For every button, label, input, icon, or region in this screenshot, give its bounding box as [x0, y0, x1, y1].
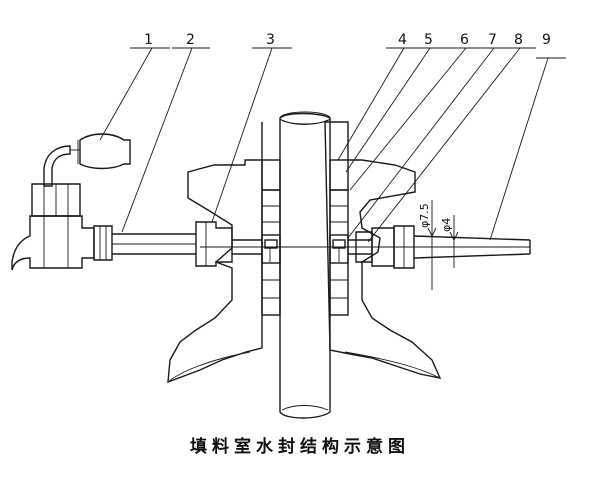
callout-5: 5 — [424, 32, 433, 48]
callout-4: 4 — [398, 32, 407, 48]
callout-2: 2 — [186, 32, 195, 48]
pump-shaft — [279, 111, 331, 419]
dimension-inner-dia: φ4 — [440, 218, 453, 232]
callout-7: 7 — [488, 32, 497, 48]
dimension-lines — [427, 200, 459, 290]
pump-housing — [167, 121, 442, 384]
water-outlet-fitting — [348, 225, 531, 269]
packing-stack — [261, 189, 349, 316]
callout-1: 1 — [144, 32, 153, 48]
water-seal-ring — [261, 234, 349, 264]
packing-upper — [261, 159, 349, 191]
figure-caption: 填料室水封结构示意图 — [190, 436, 410, 457]
dimension-outer-dia: φ7.5 — [418, 203, 431, 228]
callout-8: 8 — [514, 32, 523, 48]
water-pipe — [112, 221, 262, 267]
water-inlet-valve — [11, 133, 131, 271]
callout-6: 6 — [460, 32, 469, 48]
callout-9: 9 — [542, 32, 551, 48]
callout-3: 3 — [266, 32, 275, 48]
leader-lines — [99, 47, 566, 243]
